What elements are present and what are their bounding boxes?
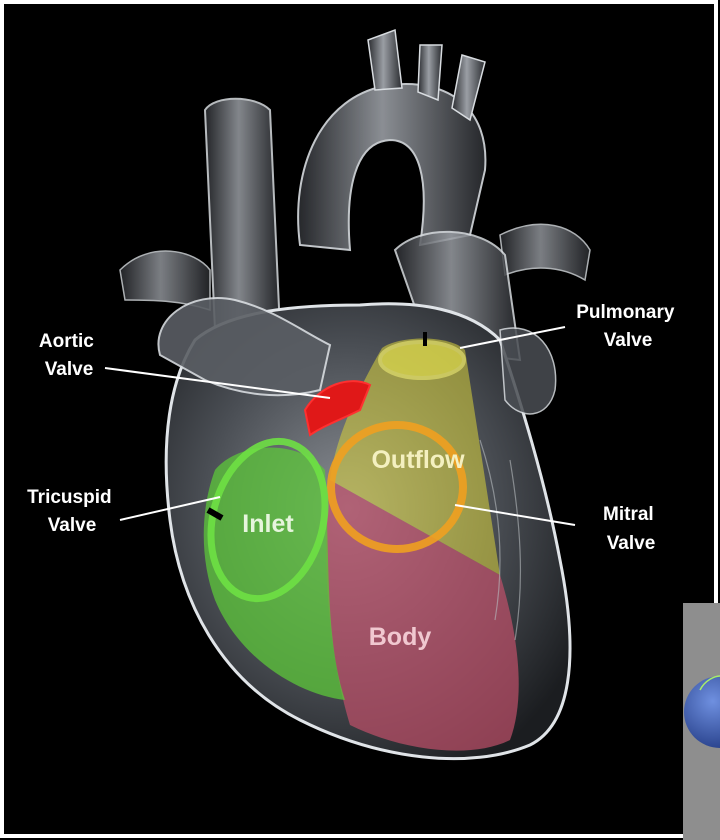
inlet-label: Inlet <box>242 510 294 538</box>
pulmonary-valve-ring <box>380 342 464 378</box>
inset-panel <box>683 603 720 840</box>
superior-vena-cava <box>205 99 280 330</box>
body-label: Body <box>369 623 432 651</box>
outflow-label: Outflow <box>371 446 465 474</box>
carotid-vessel <box>418 45 442 100</box>
